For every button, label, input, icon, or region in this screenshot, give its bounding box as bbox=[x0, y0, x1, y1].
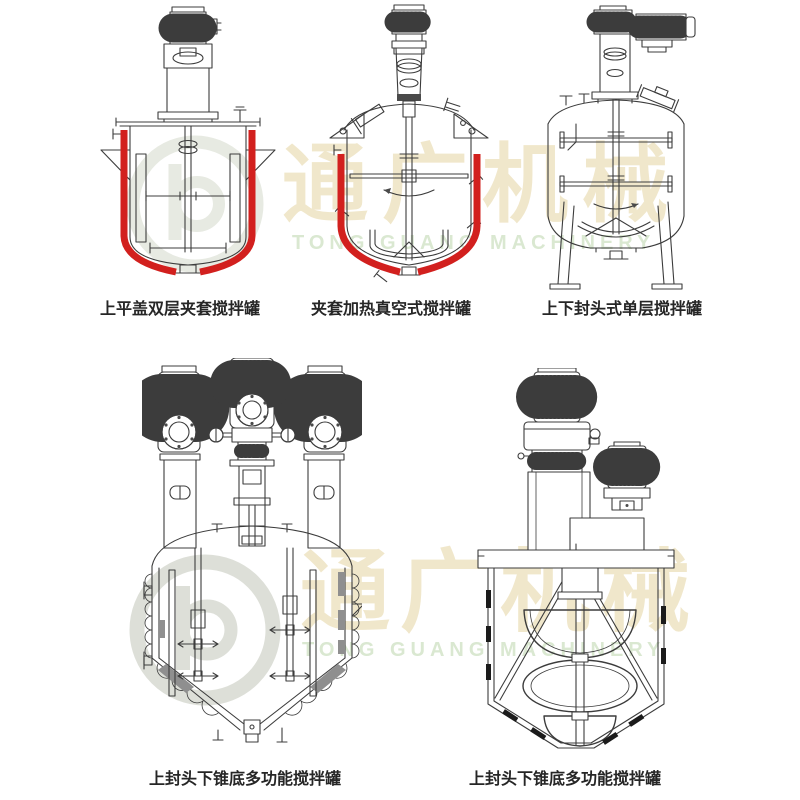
dished-head-single-layer-tank-drawing bbox=[547, 5, 696, 290]
caption-product-4: 上封头下锥底多功能搅拌罐 bbox=[148, 771, 341, 788]
caption-product-3: 上下封头式单层搅拌罐 bbox=[541, 301, 702, 318]
product-3 bbox=[530, 4, 715, 299]
product-4 bbox=[128, 357, 376, 761]
caption-product-2: 夹套加热真空式搅拌罐 bbox=[310, 301, 471, 318]
caption-product-5: 上封头下锥底多功能搅拌罐 bbox=[468, 771, 661, 788]
jacket-heating-vacuum-tank-drawing bbox=[329, 4, 489, 283]
product-1 bbox=[88, 4, 293, 297]
ribbon-cone-bottom-tank-drawing bbox=[477, 367, 675, 749]
watermark-en-bottom: TONG GUANG MACHINERY bbox=[302, 639, 666, 661]
caption-product-1: 上平盖双层夹套搅拌罐 bbox=[99, 301, 260, 318]
product-5 bbox=[462, 367, 687, 758]
multi-shaft-cone-bottom-tank-drawing bbox=[128, 357, 376, 743]
flat-top-double-jacket-tank-drawing bbox=[100, 6, 276, 276]
product-2 bbox=[312, 4, 507, 299]
